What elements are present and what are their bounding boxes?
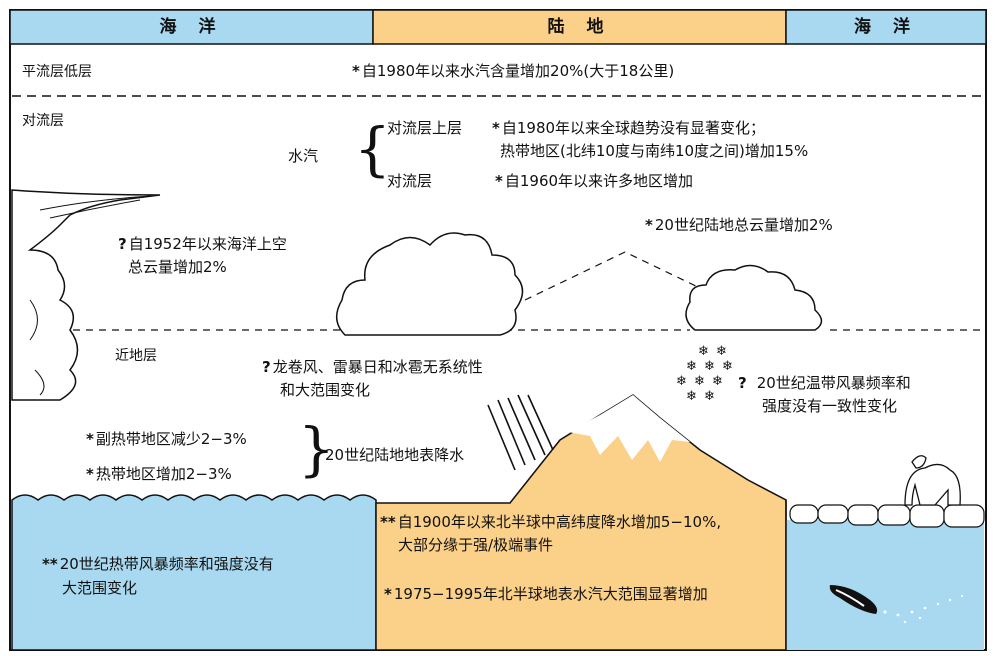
vapor-brace: { — [354, 115, 391, 183]
fact-trop-storm-2: 大范围变化 — [62, 579, 138, 597]
polar-bear — [904, 455, 961, 506]
svg-text:❄: ❄ — [694, 374, 705, 389]
header-ocean-right: 海 洋 — [854, 17, 918, 37]
snow-cloud — [685, 264, 823, 331]
fact-ocean-cloud-2: 总云量增加2% — [128, 258, 227, 276]
layer-label-stratosphere: 平流层低层 — [22, 64, 92, 80]
vapor-upper-label: 对流层上层 — [387, 119, 463, 137]
svg-text:❄: ❄ — [712, 374, 723, 389]
layer-label-surface: 近地层 — [115, 348, 157, 364]
vapor-lower-label: 对流层 — [387, 172, 433, 190]
fact-subtropics: *副热带地区减少2−3% — [86, 430, 247, 448]
header-ocean-right-bg — [785, 9, 987, 45]
svg-text:❄: ❄ — [704, 359, 715, 374]
fact-extratrop-1: ?20世纪温带风暴频率和 — [738, 374, 911, 392]
fact-tornado-1: ?龙卷风、雷暴日和冰雹无系统性 — [262, 358, 483, 376]
snowflakes: ❄❄ ❄❄❄ ❄❄❄ ❄❄ — [676, 344, 733, 404]
fact-lower-vapor: *自1960年以来许多地区增加 — [495, 172, 694, 190]
svg-text:❄: ❄ — [722, 359, 733, 374]
header-land: 陆 地 — [547, 17, 612, 37]
svg-text:❄: ❄ — [686, 389, 697, 404]
ocean-left — [11, 494, 377, 651]
svg-text:❄: ❄ — [686, 359, 697, 374]
fact-nh-precip-2: 大部分缘于强/极端事件 — [398, 536, 554, 554]
bubbles — [883, 594, 964, 624]
fact-land-cloud: *20世纪陆地总云量增加2% — [645, 216, 833, 234]
fact-tropics: *热带地区增加2−3% — [86, 465, 232, 483]
storm-cloud-tower — [11, 189, 161, 401]
fact-upper-vapor-2: 热带地区(北纬10度与南纬10度之间)增加15% — [500, 142, 809, 160]
water-vapor-label: 水汽 — [288, 147, 319, 165]
fact-strat-vapor: *自1980年以来水汽含量增加20%(大于18公里) — [352, 62, 675, 80]
fact-ocean-cloud-1: ?自1952年以来海洋上空 — [118, 235, 287, 253]
fact-extratrop-2: 强度没有一致性变化 — [762, 397, 898, 415]
svg-text:❄: ❄ — [676, 374, 687, 389]
header-land-bg — [372, 9, 787, 45]
rain-lines — [487, 394, 554, 471]
fact-nh-precip-1: **自1900年以来北半球中高纬度降水增加5−10%, — [380, 513, 722, 531]
ocean-right — [786, 520, 984, 650]
precip-label: 20世纪陆地地表降水 — [325, 446, 465, 464]
header-ocean-left: 海 洋 — [159, 17, 224, 37]
precip-brace: } — [298, 415, 335, 483]
svg-text:❄: ❄ — [698, 344, 709, 359]
cumulus-cloud — [336, 232, 524, 336]
header-ocean-left-bg — [9, 9, 374, 45]
svg-text:❄: ❄ — [716, 344, 727, 359]
fact-trop-storm-1: **20世纪热带风暴频率和强度没有 — [42, 555, 274, 573]
svg-text:❄: ❄ — [704, 389, 715, 404]
fact-surface-vapor: *1975−1995年北半球地表水汽大范围显著增加 — [384, 585, 708, 603]
fact-tornado-2: 和大范围变化 — [280, 381, 371, 399]
snow-cap — [568, 395, 690, 462]
ice-floes — [789, 504, 985, 528]
fact-upper-vapor-1: *自1980年以来全球趋势没有显著变化； — [492, 119, 766, 137]
cloud-link-line — [524, 251, 701, 301]
layer-label-troposphere: 对流层 — [22, 113, 64, 129]
